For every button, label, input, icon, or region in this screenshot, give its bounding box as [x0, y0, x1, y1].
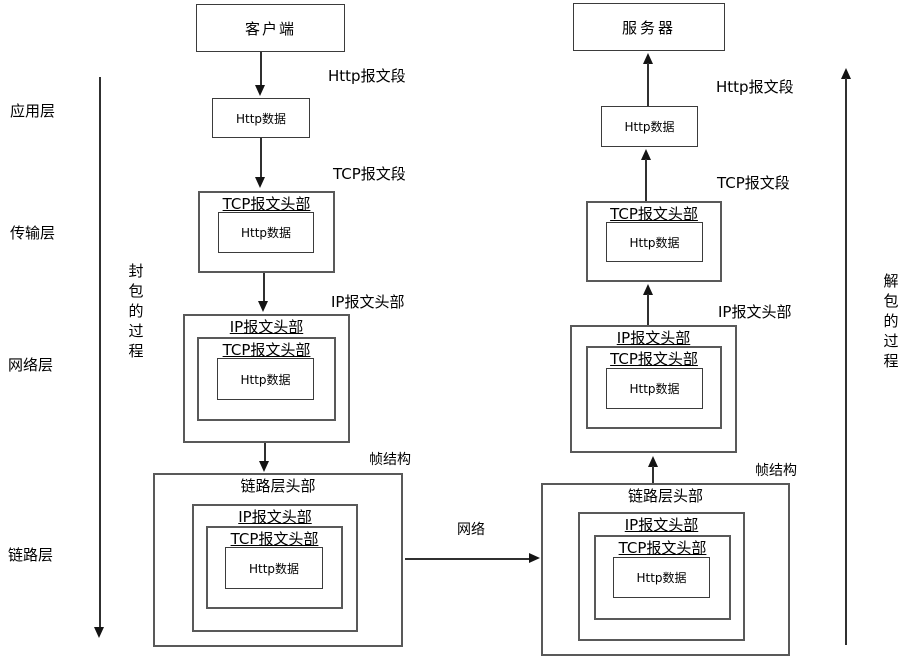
frame-to-ip-arrow-line — [652, 466, 654, 483]
decapsulation-arrow-head-icon — [841, 68, 851, 79]
network-arrow-head-icon — [529, 553, 540, 563]
right-frame-box-header: 链路层头部 — [627, 487, 703, 505]
right-tcp-http-data-box: Http数据 — [606, 222, 703, 262]
layer-label-application: 应用层 — [10, 102, 56, 120]
http-to-tcp-arrow-head-icon — [255, 177, 265, 188]
ip-to-tcp-arrow-line — [647, 294, 649, 325]
left-http-data-box: Http数据 — [212, 98, 310, 138]
right-tcp-segment-label: TCP报文段 — [717, 174, 790, 192]
left-frame-box-header: 链路层头部 — [240, 477, 316, 495]
layer-label-transport: 传输层 — [10, 224, 56, 242]
left-ip-tcp-box-header: TCP报文头部 — [222, 341, 311, 359]
ip-to-frame-arrow-head-icon — [259, 461, 269, 472]
left-frame-label: 帧结构 — [369, 452, 411, 468]
decapsulation-arrow-line — [845, 78, 847, 645]
ip-to-frame-arrow-line — [264, 443, 266, 461]
left-tcp-box-header: TCP报文头部 — [222, 195, 311, 213]
layer-label-link: 链路层 — [8, 546, 54, 564]
ip-to-tcp-arrow-head-icon — [643, 284, 653, 295]
right-tcp-box-header: TCP报文头部 — [610, 205, 698, 223]
network-label: 网络 — [457, 522, 485, 538]
left-ip-header-label: IP报文头部 — [331, 293, 405, 311]
right-ip-tcp-box-header: TCP报文头部 — [610, 350, 698, 368]
client-to-http-arrow-head-icon — [255, 85, 265, 96]
encapsulation-arrow-head-icon — [94, 627, 104, 638]
right-http-data-box: Http数据 — [601, 106, 698, 147]
left-ip-http-data-box: Http数据 — [217, 358, 314, 400]
encapsulation-process-label: 封包的过程 — [128, 262, 144, 360]
right-frame-label: 帧结构 — [755, 463, 797, 479]
left-frame-http-data-box: Http数据 — [225, 547, 323, 589]
network-arrow-line — [405, 558, 529, 560]
tcp-to-ip-arrow-head-icon — [258, 301, 268, 312]
layer-label-network: 网络层 — [8, 356, 54, 374]
right-ip-box-header: IP报文头部 — [616, 329, 691, 347]
client-box: 客户端 — [196, 4, 345, 52]
client-to-http-arrow-line — [260, 52, 262, 85]
left-ip-box-header: IP报文头部 — [229, 318, 304, 336]
http-to-server-arrow-head-icon — [643, 53, 653, 64]
left-frame-tcp-box-header: TCP报文头部 — [230, 530, 319, 548]
right-frame-http-data-box: Http数据 — [613, 557, 710, 598]
left-tcp-segment-label: TCP报文段 — [333, 165, 406, 183]
right-frame-tcp-box-header: TCP报文头部 — [618, 539, 707, 557]
left-http-segment-label: Http报文段 — [328, 67, 406, 85]
right-ip-header-label: IP报文头部 — [718, 303, 792, 321]
tcp-to-ip-arrow-line — [263, 273, 265, 301]
right-http-segment-label: Http报文段 — [716, 78, 794, 96]
tcp-to-http-arrow-line — [645, 159, 647, 201]
frame-to-ip-arrow-head-icon — [648, 456, 658, 467]
server-box: 服务器 — [573, 3, 725, 51]
decapsulation-process-label: 解包的过程 — [883, 272, 899, 370]
tcp-to-http-arrow-head-icon — [641, 149, 651, 160]
right-frame-ip-box-header: IP报文头部 — [624, 516, 699, 534]
http-to-tcp-arrow-line — [260, 138, 262, 177]
encapsulation-arrow-line — [99, 77, 101, 628]
http-to-server-arrow-line — [647, 63, 649, 106]
right-ip-http-data-box: Http数据 — [606, 368, 703, 409]
left-tcp-http-data-box: Http数据 — [218, 212, 314, 253]
left-frame-ip-box-header: IP报文头部 — [238, 508, 312, 526]
